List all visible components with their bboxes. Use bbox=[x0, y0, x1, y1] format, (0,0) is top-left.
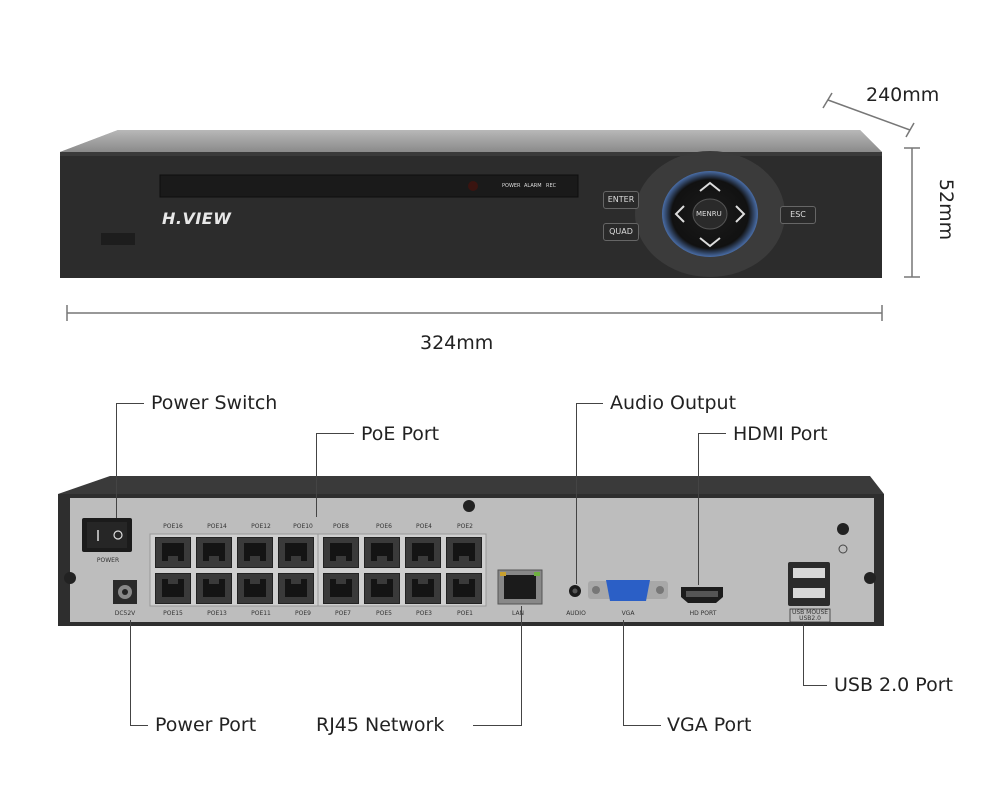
vga-port-label: VGA bbox=[621, 610, 635, 617]
leader-rj45 bbox=[473, 725, 522, 726]
menu-button-label: MENRU bbox=[696, 210, 722, 218]
poe-label: POE3 bbox=[416, 610, 432, 617]
dc-jack-label: DC52V bbox=[114, 610, 136, 617]
leader-vga bbox=[623, 725, 661, 726]
callout-audio-output: Audio Output bbox=[610, 392, 737, 414]
poe-jack bbox=[405, 573, 441, 604]
esc-button: ESC bbox=[780, 206, 816, 224]
callout-power-port: Power Port bbox=[155, 714, 257, 736]
poe-jack bbox=[446, 537, 482, 568]
callout-poe-port: PoE Port bbox=[361, 423, 440, 445]
leader-poe bbox=[316, 433, 354, 434]
poe-label: POE12 bbox=[251, 523, 271, 530]
callout-usb-port: USB 2.0 Port bbox=[834, 674, 953, 696]
leader-hdmi-v bbox=[698, 433, 699, 585]
led-label-alarm: ALARM bbox=[524, 183, 542, 189]
poe-jack bbox=[364, 573, 400, 604]
leader-usb bbox=[803, 685, 827, 686]
leader-hdmi bbox=[698, 433, 726, 434]
callout-power-switch: Power Switch bbox=[151, 392, 278, 414]
usb-port-sublabel: USB2.0 bbox=[799, 615, 821, 622]
poe-label: POE15 bbox=[163, 610, 183, 617]
audio-port-label: AUDIO bbox=[566, 610, 586, 617]
leader-usb-v bbox=[803, 624, 804, 685]
poe-label: POE9 bbox=[295, 610, 311, 617]
enter-button-label: ENTER bbox=[607, 195, 635, 204]
callout-vga-port: VGA Port bbox=[667, 714, 752, 736]
poe-jack bbox=[196, 573, 232, 604]
quad-button-label: QUAD bbox=[609, 227, 633, 236]
poe-jack bbox=[323, 573, 359, 604]
poe-jack bbox=[446, 573, 482, 604]
callout-hdmi-port: HDMI Port bbox=[733, 423, 828, 445]
poe-label: POE8 bbox=[333, 523, 349, 530]
poe-jack bbox=[155, 537, 191, 568]
poe-label: POE2 bbox=[457, 523, 473, 530]
poe-jack bbox=[364, 537, 400, 568]
poe-label: POE11 bbox=[251, 610, 271, 617]
depth-dimension: 240mm bbox=[866, 84, 940, 106]
leader-power-port bbox=[130, 725, 148, 726]
poe-jack bbox=[278, 537, 314, 568]
width-dimension: 324mm bbox=[420, 332, 494, 354]
leader-rj45-v bbox=[521, 606, 522, 725]
dimension-lines bbox=[66, 92, 920, 321]
hdmi-port-label: HD PORT bbox=[689, 610, 717, 617]
leader-vga-v bbox=[623, 620, 624, 725]
poe-jack bbox=[278, 573, 314, 604]
poe-label: POE5 bbox=[376, 610, 392, 617]
poe-label: POE6 bbox=[376, 523, 392, 530]
poe-label: POE13 bbox=[207, 610, 227, 617]
poe-jack bbox=[237, 573, 273, 604]
leader-power-switch-v bbox=[116, 403, 117, 518]
poe-label: POE4 bbox=[416, 523, 432, 530]
led-label-rec: REC bbox=[546, 183, 557, 189]
esc-button-label: ESC bbox=[790, 210, 806, 219]
usb-port-label: USB MOUSE bbox=[791, 609, 829, 616]
leader-power-port-v bbox=[130, 620, 131, 725]
poe-label: POE1 bbox=[457, 610, 473, 617]
poe-jack bbox=[323, 537, 359, 568]
led-label-power: POWER bbox=[502, 183, 521, 189]
poe-jack bbox=[196, 537, 232, 568]
quad-button: QUAD bbox=[603, 223, 639, 241]
power-switch-label: POWER bbox=[96, 557, 120, 564]
brand-logo: H.VIEW bbox=[162, 209, 232, 228]
leader-power-switch bbox=[116, 403, 144, 404]
enter-button: ENTER bbox=[603, 191, 639, 209]
lan-port-label: LAN bbox=[511, 610, 525, 617]
poe-label: POE16 bbox=[163, 523, 183, 530]
front-chassis-top bbox=[60, 130, 882, 278]
poe-label: POE14 bbox=[207, 523, 227, 530]
poe-jack bbox=[155, 573, 191, 604]
poe-label: POE10 bbox=[293, 523, 313, 530]
leader-audio-v bbox=[576, 403, 577, 584]
leader-audio bbox=[576, 403, 603, 404]
poe-jack bbox=[405, 537, 441, 568]
leader-poe-v bbox=[316, 433, 317, 517]
poe-label: POE7 bbox=[335, 610, 351, 617]
poe-jack bbox=[237, 537, 273, 568]
callout-rj45-network: RJ45 Network bbox=[316, 714, 445, 736]
